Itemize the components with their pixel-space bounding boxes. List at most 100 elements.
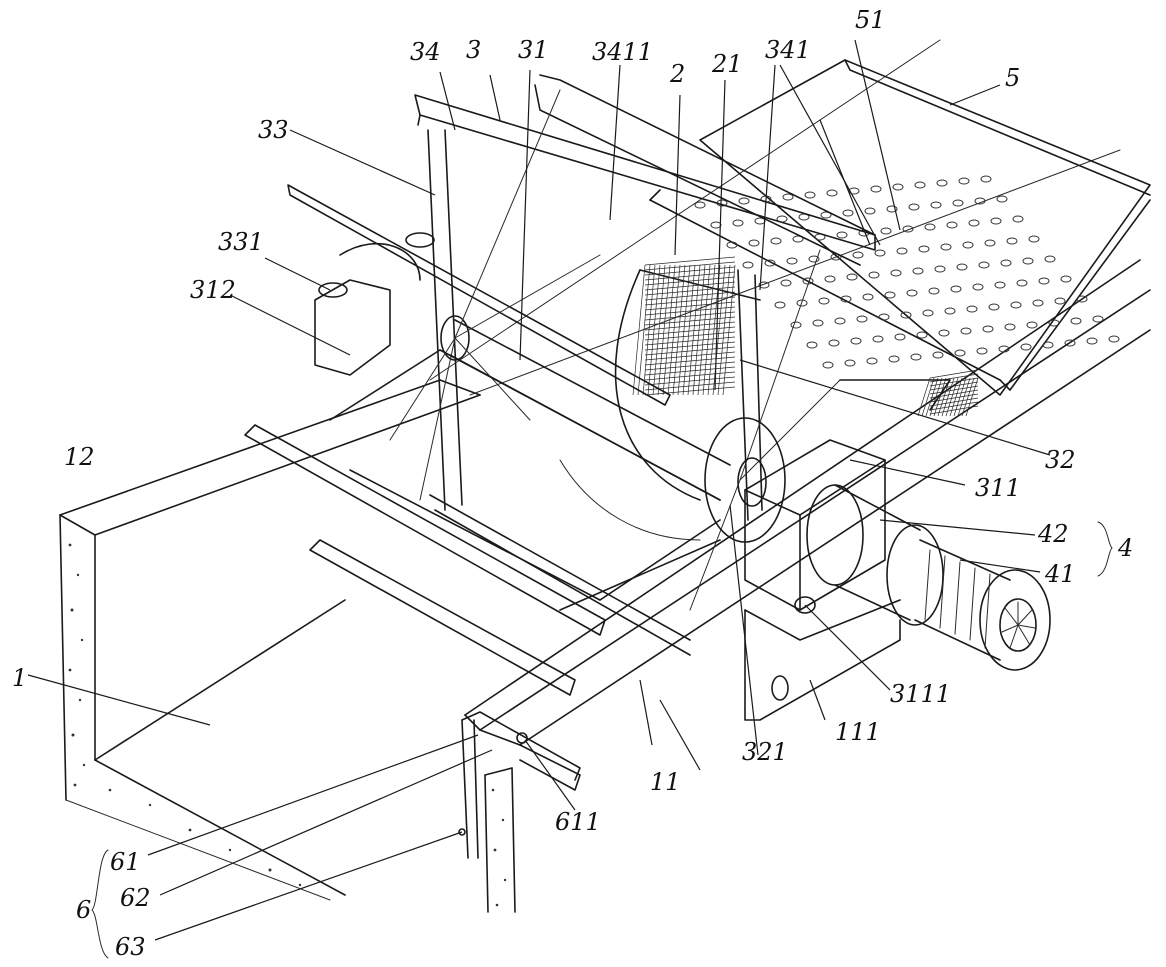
perforation-hole xyxy=(976,347,988,355)
perforation-hole xyxy=(846,273,858,281)
perforation-hole xyxy=(950,285,962,293)
label-61: 61 xyxy=(110,848,141,876)
perforation-hole xyxy=(842,209,854,217)
label-3411: 3411 xyxy=(592,38,653,66)
reference-labels: 1 12 11 111 3111 321 611 61 62 63 6 331 … xyxy=(12,6,1133,961)
perforation-hole xyxy=(946,221,958,229)
perforation-hole xyxy=(902,225,914,233)
perforation-hole xyxy=(782,193,794,201)
perforation-hole xyxy=(804,191,816,199)
label-312: 312 xyxy=(190,276,236,304)
perforation-hole xyxy=(1076,295,1088,303)
perforation-hole xyxy=(938,329,950,337)
perforation-hole xyxy=(710,221,722,229)
label-3: 3 xyxy=(466,36,481,64)
perforation-hole xyxy=(922,309,934,317)
perforation-hole xyxy=(1042,341,1054,349)
label-111: 111 xyxy=(835,718,881,746)
perforation-hole xyxy=(1038,277,1050,285)
label-33: 33 xyxy=(258,116,289,144)
perforation-hole xyxy=(890,269,902,277)
perforation-hole xyxy=(826,189,838,197)
perforation-hole xyxy=(808,255,820,263)
perforation-hole xyxy=(874,249,886,257)
perforation-hole xyxy=(910,353,922,361)
perforation-hole xyxy=(852,251,864,259)
perforation-hole xyxy=(844,359,856,367)
perforation-hole xyxy=(988,303,1000,311)
label-41: 41 xyxy=(1044,560,1076,588)
label-42: 42 xyxy=(1037,520,1069,548)
leader-lines xyxy=(27,39,1113,959)
perforation-hole xyxy=(984,239,996,247)
perforation-hole xyxy=(770,237,782,245)
perforation-hole xyxy=(968,219,980,227)
label-51: 51 xyxy=(855,6,886,34)
perforation-hole xyxy=(906,289,918,297)
perforation-hole xyxy=(978,261,990,269)
perforation-hole xyxy=(774,301,786,309)
perforated-hopper xyxy=(649,59,1151,396)
label-321: 321 xyxy=(742,738,788,766)
perforation-hole xyxy=(1060,275,1072,283)
perforation-hole xyxy=(994,281,1006,289)
label-32: 32 xyxy=(1045,446,1076,474)
perforation-hole xyxy=(934,265,946,273)
base-frame xyxy=(429,39,1151,791)
perforation-hole xyxy=(952,199,964,207)
drive-unit xyxy=(744,439,1051,721)
perforation-hole xyxy=(1016,279,1028,287)
perforation-hole xyxy=(726,241,738,249)
perforation-hole xyxy=(956,263,968,271)
label-62: 62 xyxy=(120,884,151,912)
perforation-hole xyxy=(918,245,930,253)
label-11: 11 xyxy=(650,768,681,796)
perforation-hole xyxy=(824,275,836,283)
perforation-hole xyxy=(850,337,862,345)
perforation-hole xyxy=(996,195,1008,203)
perforation-hole xyxy=(780,279,792,287)
perforation-hole xyxy=(792,235,804,243)
perforation-hole xyxy=(870,185,882,193)
perforation-hole xyxy=(990,217,1002,225)
perforation-hole xyxy=(738,197,750,205)
label-311: 311 xyxy=(975,474,1021,502)
label-611: 611 xyxy=(555,808,601,836)
perforation-hole xyxy=(786,257,798,265)
perforation-hole xyxy=(828,339,840,347)
perforation-hole xyxy=(1022,257,1034,265)
perforation-hole xyxy=(1006,237,1018,245)
perforation-hole xyxy=(1054,297,1066,305)
perforation-hole xyxy=(924,223,936,231)
perforation-hole xyxy=(1086,337,1098,345)
perforation-hole xyxy=(912,267,924,275)
perforation-hole xyxy=(1000,259,1012,267)
perforation-hole xyxy=(998,345,1010,353)
perforation-hole xyxy=(764,259,776,267)
perforation-hole xyxy=(1010,301,1022,309)
perforation-hole xyxy=(888,355,900,363)
label-331: 331 xyxy=(218,228,264,256)
perforation-hole xyxy=(982,325,994,333)
perforation-hole xyxy=(822,361,834,369)
perforation-hole xyxy=(930,201,942,209)
perforation-hole xyxy=(894,333,906,341)
perforation-hole xyxy=(886,205,898,213)
perforation-hole xyxy=(820,211,832,219)
perforation-hole xyxy=(1092,315,1104,323)
perforation-hole xyxy=(1044,255,1056,263)
perforation-hole xyxy=(966,305,978,313)
perforation-hole xyxy=(742,261,754,269)
perforation-hole xyxy=(1070,317,1082,325)
perforation-hole xyxy=(1012,215,1024,223)
perforation-hole xyxy=(836,231,848,239)
perforation-hole xyxy=(868,271,880,279)
perforation-hole xyxy=(880,227,892,235)
label-31: 31 xyxy=(518,36,549,64)
perforation-hole xyxy=(864,207,876,215)
perforation-hole xyxy=(916,331,928,339)
perforation-hole xyxy=(1108,335,1120,343)
label-21: 21 xyxy=(711,50,743,78)
screen-mesh xyxy=(632,256,736,396)
